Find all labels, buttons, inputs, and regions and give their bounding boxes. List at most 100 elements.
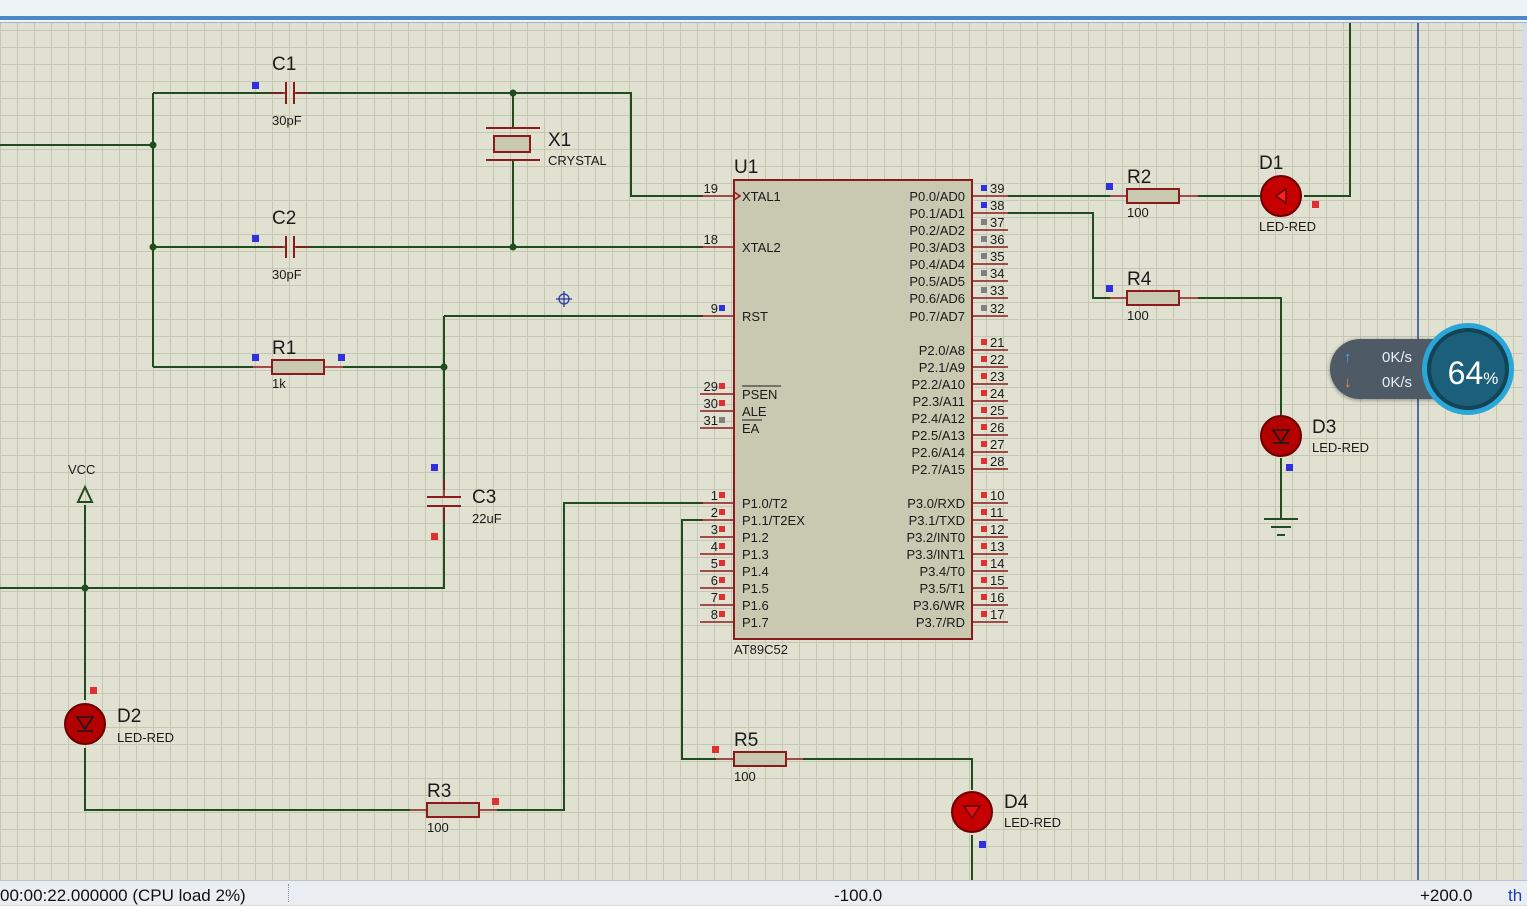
capacitor-c3[interactable]: C3 22uF <box>427 464 502 540</box>
pin-state-marker <box>431 533 438 540</box>
pin-state-marker <box>719 383 725 389</box>
pin-name: P1.6 <box>742 598 769 613</box>
ground-symbol[interactable] <box>1264 518 1298 536</box>
simulation-time: 00:00:22.000000 (CPU load 2%) <box>0 886 246 905</box>
r5-value: 100 <box>734 769 756 784</box>
pin-name: P3.0/RXD <box>907 496 965 511</box>
led-d1[interactable]: D1 LED-RED <box>1259 153 1319 234</box>
pin-name: P2.3/A11 <box>912 394 965 409</box>
pin-number: 32 <box>990 301 1004 316</box>
resistor-r3[interactable]: R3 100 <box>410 781 499 835</box>
pin-state-marker <box>981 526 987 532</box>
u1-pin-6[interactable]: 6P1.5 <box>700 573 769 596</box>
r2-ref: R2 <box>1127 167 1151 188</box>
u1-pin-4[interactable]: 4P1.3 <box>700 539 769 562</box>
pin-state-marker <box>981 202 987 208</box>
resistor-r2[interactable]: R2 100 <box>1106 167 1198 220</box>
cursor-y-coordinate: +200.0 <box>1420 886 1473 905</box>
pin-state-marker <box>981 458 987 464</box>
r3-ref: R3 <box>427 781 451 802</box>
u1-pin-2[interactable]: 2P1.1/T2EX <box>700 505 805 528</box>
pin-name: P2.2/A10 <box>912 377 966 392</box>
x1-ref: X1 <box>548 130 571 151</box>
pin-state-marker <box>712 746 719 753</box>
vertical-scrollbar[interactable] <box>1522 23 1527 880</box>
pin-number: 28 <box>990 454 1004 469</box>
schematic-drawing[interactable]: C1 30pF C2 30pF X1 CRYSTAL R1 1k C3 22uF <box>0 23 1522 880</box>
network-monitor-widget[interactable]: ↑ 0K/s ↓ 0K/s 64% <box>1330 323 1514 415</box>
chip-u1[interactable]: U1 AT89C52 19XTAL118XTAL29RST29PSEN30ALE… <box>700 157 1008 657</box>
led-d2[interactable]: D2 LED-RED <box>64 687 174 745</box>
capacitor-c1[interactable]: C1 30pF <box>252 54 310 128</box>
pin-name: P0.3/AD3 <box>909 240 965 255</box>
pin-state-marker <box>1106 285 1113 292</box>
led-d3[interactable]: D3 LED-RED <box>1260 415 1369 471</box>
pin-number: 35 <box>990 249 1004 264</box>
capacitor-c2[interactable]: C2 30pF <box>252 208 310 282</box>
pin-name: P1.7 <box>742 615 769 630</box>
resistor-r1[interactable]: R1 1k <box>252 338 345 391</box>
pin-name: P3.1/TXD <box>909 513 965 528</box>
pin-name: P2.4/A12 <box>912 411 966 426</box>
u1-pin-3[interactable]: 3P1.2 <box>700 522 769 545</box>
u1-pin-1[interactable]: 1P1.0/T2 <box>700 488 788 511</box>
pin-state-marker <box>431 464 438 471</box>
u1-pin-8[interactable]: 8P1.7 <box>700 607 769 630</box>
u1-pin-7[interactable]: 7P1.6 <box>700 590 769 613</box>
pin-number: 27 <box>990 437 1004 452</box>
status-separator <box>288 884 293 902</box>
pin-number: 15 <box>990 573 1004 588</box>
unit-indicator: th <box>1508 886 1523 905</box>
pin-number: 34 <box>990 266 1004 281</box>
pin-state-marker <box>492 798 499 805</box>
window-top-edge <box>0 0 1527 23</box>
pin-name: P2.5/A13 <box>912 428 966 443</box>
pin-state-marker <box>981 611 987 617</box>
u1-right-pins: 39P0.0/AD038P0.1/AD137P0.2/AD236P0.3/AD3… <box>906 181 1008 630</box>
load-gauge[interactable]: 64% <box>1422 323 1514 415</box>
led-d4[interactable]: D4 LED-RED <box>951 791 1061 848</box>
crystal-x1[interactable]: X1 CRYSTAL <box>486 127 607 168</box>
d1-value: LED-RED <box>1259 219 1316 234</box>
r4-value: 100 <box>1127 308 1149 323</box>
u1-pin-5[interactable]: 5P1.4 <box>700 556 769 579</box>
pin-number: 23 <box>990 369 1004 384</box>
schematic-canvas[interactable]: C1 30pF C2 30pF X1 CRYSTAL R1 1k C3 22uF <box>0 23 1522 880</box>
pin-number: 9 <box>711 301 718 316</box>
resistor-r4[interactable]: R4 100 <box>1106 269 1198 323</box>
c2-value: 30pF <box>272 267 302 282</box>
resistor-r5[interactable]: R5 100 <box>712 730 803 784</box>
x1-value: CRYSTAL <box>548 153 607 168</box>
vcc-terminal[interactable]: VCC <box>68 462 95 503</box>
